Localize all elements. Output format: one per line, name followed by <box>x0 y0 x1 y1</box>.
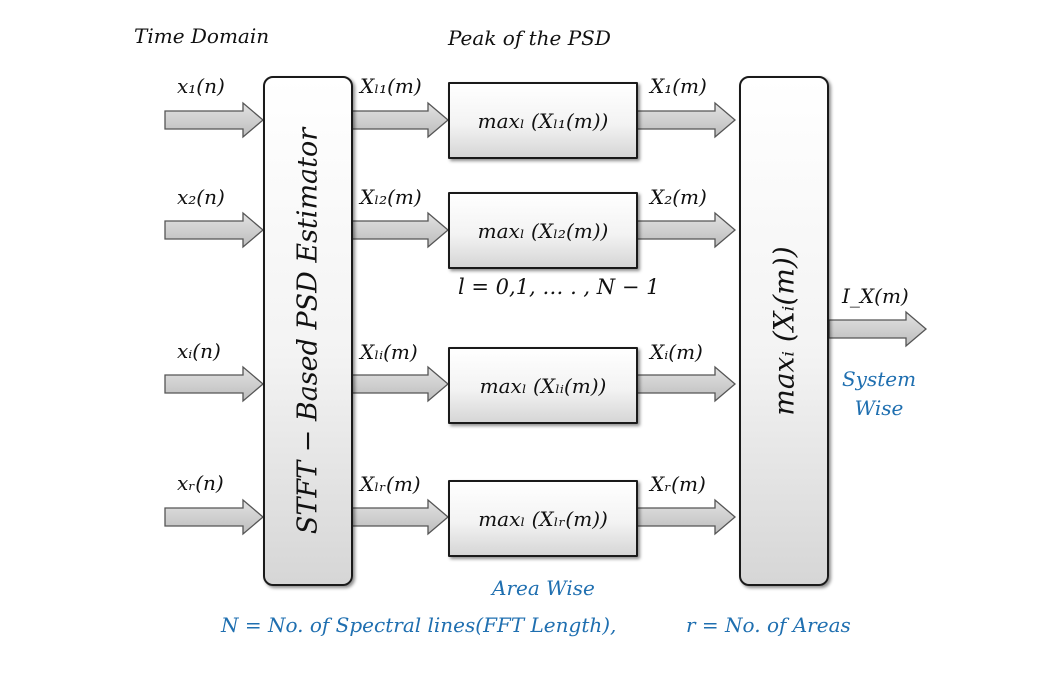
peak-psd-header: Peak of the PSD <box>448 26 611 50</box>
area-output-label-r: Xᵣ(m) <box>650 472 706 496</box>
n-definition: N = No. of Spectral lines(FFT Length), <box>221 613 617 637</box>
psd-arrow-1 <box>350 101 450 139</box>
max-block-label-i: maxₗ (Xₗᵢ(m)) <box>479 373 607 398</box>
psd-output-label-i: Xₗᵢ(m) <box>360 340 418 364</box>
max-block-2: maxₗ (Xₗ₂(m)) <box>448 192 638 269</box>
area-arrow-1 <box>635 101 737 139</box>
input-label-i: xᵢ(n) <box>177 339 221 363</box>
system-output-label: I_X(m) <box>842 284 909 308</box>
system-max-label: maxᵢ (Xᵢ(m)) <box>767 246 801 416</box>
time-domain-header: Time Domain <box>134 24 270 48</box>
psd-arrow-i <box>350 365 450 403</box>
psd-output-label-r: Xₗᵣ(m) <box>360 472 421 496</box>
range-note: l = 0,1, … . , N − 1 <box>458 275 660 299</box>
input-label-1: x₁(n) <box>177 74 225 98</box>
max-block-label-1: maxₗ (Xₗ₁(m)) <box>477 108 609 133</box>
stft-estimator-label: STFT − Based PSD Estimator <box>292 127 324 535</box>
area-output-label-i: Xᵢ(m) <box>650 340 703 364</box>
input-arrow-1 <box>164 101 265 139</box>
psd-arrow-2 <box>350 211 450 249</box>
max-block-i: maxₗ (Xₗᵢ(m)) <box>448 347 638 424</box>
input-arrow-i <box>164 365 265 403</box>
area-arrow-r <box>635 498 737 536</box>
area-output-label-1: X₁(m) <box>650 74 707 98</box>
input-arrow-r <box>164 498 265 536</box>
system-max-block: maxᵢ (Xᵢ(m)) <box>739 76 829 586</box>
max-block-r: maxₗ (Xₗᵣ(m)) <box>448 480 638 557</box>
system-wise-annotation: System Wise <box>841 367 917 420</box>
max-block-1: maxₗ (Xₗ₁(m)) <box>448 82 638 159</box>
max-block-label-r: maxₗ (Xₗᵣ(m)) <box>478 506 608 531</box>
area-arrow-2 <box>635 211 737 249</box>
area-output-label-2: X₂(m) <box>650 185 707 209</box>
r-definition: r = No. of Areas <box>686 613 851 637</box>
system-output-arrow <box>828 310 928 348</box>
area-wise-annotation: Area Wise <box>492 576 595 600</box>
stft-estimator-block: STFT − Based PSD Estimator <box>263 76 353 586</box>
area-arrow-i <box>635 365 737 403</box>
psd-output-label-1: Xₗ₁(m) <box>360 74 422 98</box>
psd-output-label-2: Xₗ₂(m) <box>360 185 422 209</box>
max-block-label-2: maxₗ (Xₗ₂(m)) <box>477 218 609 243</box>
input-label-r: xᵣ(n) <box>177 471 224 495</box>
psd-arrow-r <box>350 498 450 536</box>
input-arrow-2 <box>164 211 265 249</box>
input-label-2: x₂(n) <box>177 185 225 209</box>
